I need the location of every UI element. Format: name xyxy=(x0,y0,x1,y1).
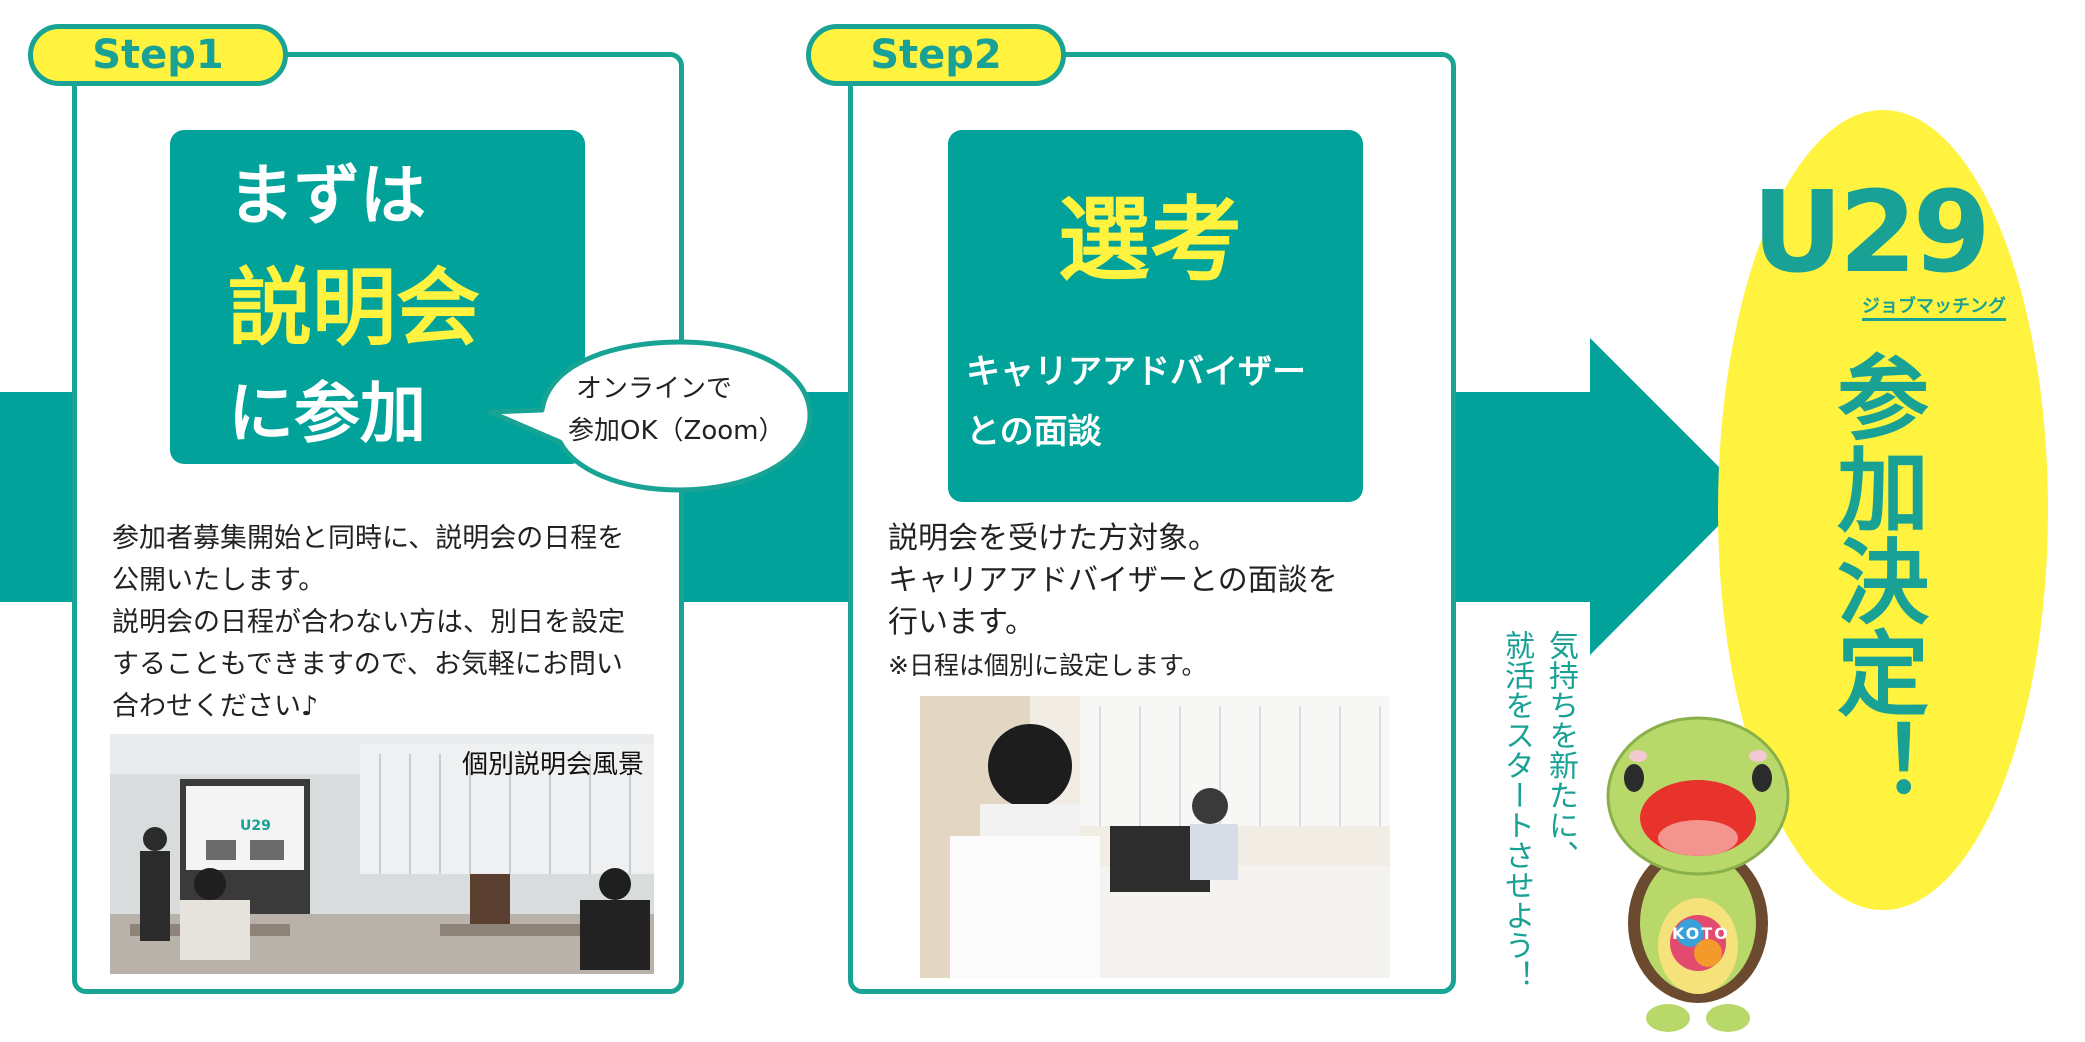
step1-headline-line2: 説明会 xyxy=(228,259,481,357)
step2-description-line: キャリアアドバイザーとの面談を xyxy=(888,563,1338,598)
decision-text: 参加決定！ xyxy=(1821,350,1929,810)
step1-description-line: 公開いたします。 xyxy=(112,565,326,596)
step2-headline-box xyxy=(948,130,1363,502)
step2-description-line: 説明会を受けた方対象。 xyxy=(888,521,1218,556)
step2-tab: Step2 xyxy=(806,24,1066,86)
seminar-photo: 個別説明会風景 U29 xyxy=(110,734,654,974)
step2-description: 説明会を受けた方対象。 キャリアアドバイザーとの面談を 行います。 xyxy=(888,518,1428,644)
encourage-message-col2: 就活をスタートさせよう！ xyxy=(1499,630,1534,990)
turtle-mascot-icon xyxy=(1606,716,1790,1032)
encourage-message-col1: 気持ちを新たに、 xyxy=(1543,630,1578,870)
photo-caption: 個別説明会風景 xyxy=(461,750,644,780)
mascot-badge: KOTO xyxy=(1672,924,1730,943)
speech-bubble xyxy=(487,339,813,493)
interview-photo xyxy=(920,696,1390,978)
interview-photo-illustration xyxy=(920,696,1390,978)
step2-description-line: 行います。 xyxy=(888,605,1035,640)
step1-description-line: することもできますので、お気軽にお問い xyxy=(112,649,623,680)
bubble-text-line2: 参加OK（Zoom） xyxy=(568,416,785,446)
u29-logo-kana: こうとう xyxy=(1827,180,1848,252)
step1-description-line: 説明会の日程が合わない方は、別日を設定 xyxy=(112,607,625,638)
step1-headline-line3: に参加 xyxy=(228,375,426,452)
step2-headline-sub1: キャリアアドバイザー xyxy=(966,352,1306,392)
step1-description-line: 合わせください♪ xyxy=(112,691,319,722)
bubble-text-line1: オンラインで xyxy=(576,374,733,404)
seminar-photo-illustration xyxy=(110,734,654,974)
u29-logo: U29 xyxy=(1752,168,1991,298)
step2-headline-title: 選考 xyxy=(1058,187,1243,294)
step1-description: 参加者募集開始と同時に、説明会の日程を 公開いたします。 説明会の日程が合わない… xyxy=(112,518,672,728)
step1-headline-box xyxy=(170,130,585,464)
step2-note: ※日程は個別に設定します。 xyxy=(888,651,1207,680)
step1-description-line: 参加者募集開始と同時に、説明会の日程を xyxy=(112,523,625,554)
step1-headline-line1: まずは xyxy=(228,157,426,234)
screen-logo: U29 xyxy=(240,818,271,834)
step1-tab: Step1 xyxy=(28,24,288,86)
step2-headline-sub2: との面談 xyxy=(966,412,1102,452)
u29-logo-subtitle: ジョブマッチング xyxy=(1862,292,2006,321)
